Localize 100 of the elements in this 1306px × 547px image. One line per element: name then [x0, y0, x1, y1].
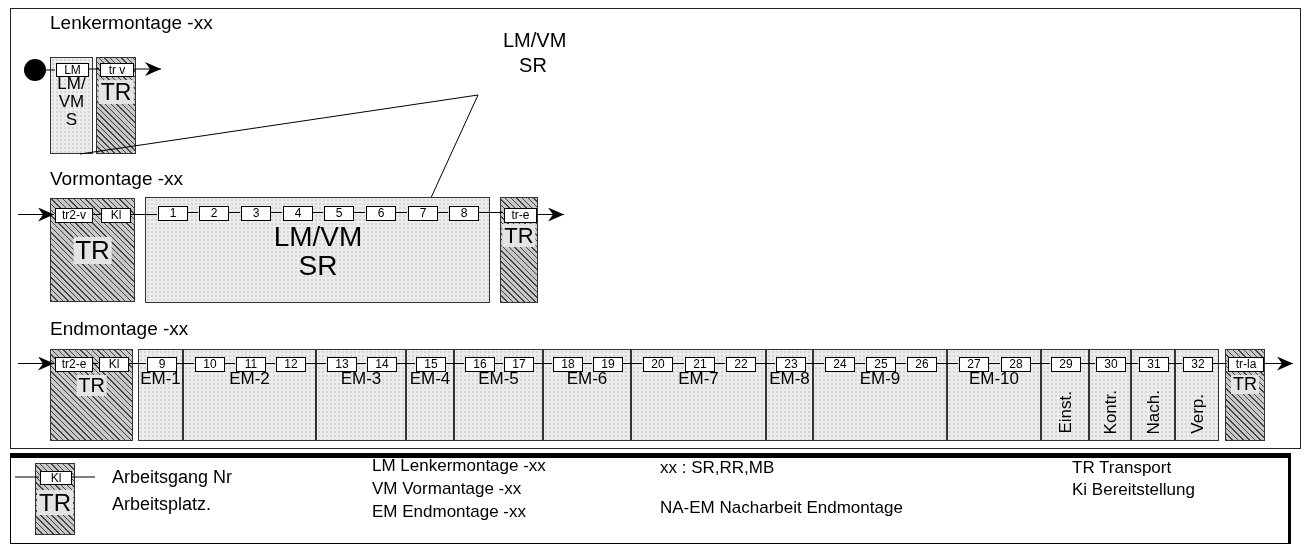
- operation-tag: 30: [1096, 357, 1126, 372]
- workstation: [947, 349, 1041, 441]
- operation-tag: tr-e: [504, 208, 537, 223]
- station-label: Nach.: [1145, 389, 1163, 434]
- connector-line: [129, 214, 158, 215]
- operation-tag: tr2-v: [55, 208, 93, 223]
- connector-line: [355, 363, 367, 364]
- connector-line: [804, 363, 825, 364]
- station-label: TR: [1231, 375, 1259, 394]
- workstation: [766, 349, 813, 441]
- operation-tag: 6: [366, 206, 396, 221]
- station-label: TR: [502, 224, 536, 248]
- connector-line: [264, 363, 276, 364]
- transport-station: [50, 349, 133, 441]
- transport-station: [50, 198, 135, 302]
- connector-line: [671, 363, 685, 364]
- station-label: LM/ VM S: [56, 75, 87, 129]
- operation-tag: 18: [553, 357, 583, 372]
- operation-tag: 9: [147, 357, 177, 372]
- workstation: [50, 57, 93, 154]
- operation-tag: 11: [236, 357, 266, 372]
- workstation: [1041, 349, 1089, 441]
- station-label: EM-2: [228, 370, 271, 388]
- station-label: EM-4: [408, 370, 452, 388]
- connector-line: [227, 212, 241, 213]
- operation-tag: 10: [195, 357, 225, 372]
- section-heading: Endmontage -xx: [50, 318, 189, 340]
- flow-arrow: [535, 207, 565, 222]
- section-heading: Vormontage -xx: [50, 168, 184, 190]
- workstation: [543, 349, 631, 441]
- abbreviation-text: EM Endmontage -xx: [372, 502, 526, 522]
- operation-tag: Kl: [40, 471, 72, 485]
- legend-text: Arbeitsgang Nr: [112, 467, 233, 488]
- operation-tag: 23: [776, 357, 806, 372]
- station-label: EM-3: [339, 370, 383, 388]
- transport-station: [1225, 349, 1265, 441]
- abbreviation-text: VM Vormantage -xx: [372, 479, 522, 499]
- operation-tag: 26: [907, 357, 937, 372]
- connector-line: [935, 363, 959, 364]
- station-label: Einst.: [1057, 391, 1075, 434]
- operation-tag: 8: [449, 206, 479, 221]
- connector-line: [987, 363, 1001, 364]
- workstation: [631, 349, 766, 441]
- station-label: Kontr.: [1102, 389, 1120, 434]
- station-label: EM-1: [139, 370, 182, 388]
- connector-line: [127, 363, 147, 364]
- workstation: [145, 197, 490, 303]
- station-label: TR: [37, 490, 73, 516]
- operation-tag: Kl: [99, 357, 129, 372]
- operation-tag: LM: [56, 63, 89, 77]
- legend-text: Arbeitsplatz.: [112, 494, 212, 515]
- workstation: [1175, 349, 1219, 441]
- connector-line: [1167, 363, 1183, 364]
- operation-tag: 28: [1001, 357, 1031, 372]
- transport-station: [500, 197, 538, 303]
- operation-tag: 17: [504, 357, 534, 372]
- connector-line: [1029, 363, 1051, 364]
- connector-line: [477, 212, 504, 213]
- connector-line: [91, 214, 101, 215]
- abbreviation-text: NA-EM Nacharbeit Endmontage: [660, 498, 903, 518]
- operation-tag: 14: [367, 357, 397, 372]
- connector-line: [269, 212, 283, 213]
- operation-tag: tr v: [100, 63, 134, 77]
- transport-station: [35, 463, 75, 535]
- callout-text: LM/VM SR: [478, 28, 588, 95]
- workstation: [183, 349, 316, 441]
- operation-tag: 29: [1051, 357, 1081, 372]
- connector-line: [713, 363, 726, 364]
- connector-line: [186, 212, 199, 213]
- operation-tag: 20: [643, 357, 673, 372]
- station-label: EM-8: [768, 370, 811, 388]
- flow-arrow: [17, 207, 55, 222]
- operation-tag: 4: [283, 206, 313, 221]
- connector-line: [894, 363, 907, 364]
- station-label: EM-5: [477, 370, 520, 388]
- leader-line: [430, 94, 479, 198]
- operation-tag: 21: [685, 357, 715, 372]
- abbreviation-text: LM Lenkermontage -xx: [372, 456, 546, 476]
- connector-line: [754, 363, 776, 364]
- connector-line: [1124, 363, 1139, 364]
- operation-tag: 24: [825, 357, 855, 372]
- station-label: EM-10: [967, 370, 1021, 388]
- operation-tag: tr-la: [1228, 357, 1264, 372]
- station-label: TR: [76, 375, 107, 396]
- station-label: TR: [98, 80, 134, 105]
- station-label: EM-6: [565, 370, 609, 388]
- operation-tag: 32: [1183, 357, 1213, 372]
- workstation: [406, 349, 454, 441]
- abbreviation-text: Ki Bereitstellung: [1072, 480, 1195, 500]
- connector-line: [87, 68, 100, 70]
- connector-line: [444, 363, 465, 364]
- workstation: [1089, 349, 1131, 441]
- operation-tag: 15: [416, 357, 446, 372]
- operation-tag: 16: [465, 357, 495, 372]
- operation-tag: 7: [408, 206, 438, 221]
- flow-arrow: [132, 62, 162, 76]
- workstation: [138, 349, 183, 441]
- connector-line: [311, 212, 324, 213]
- operation-tag: Kl: [101, 208, 131, 223]
- flow-arrow: [1262, 356, 1294, 371]
